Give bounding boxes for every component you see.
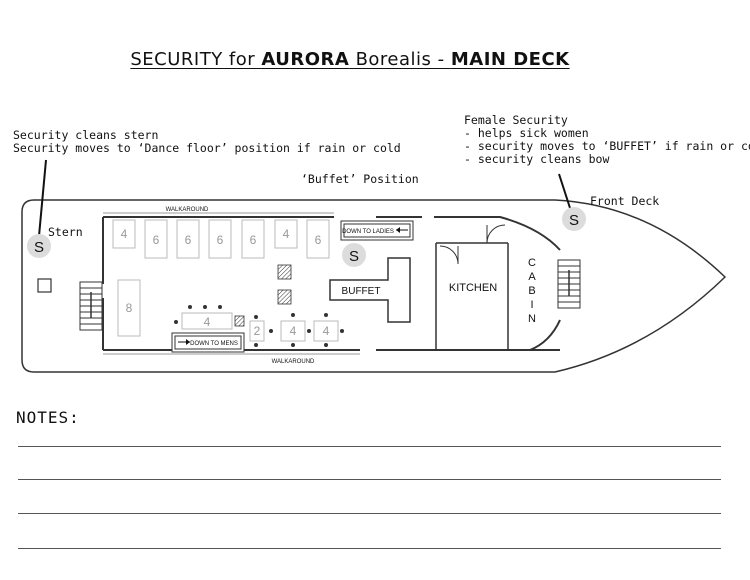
- bow-pointer: [558, 173, 571, 209]
- title-underlined: SECURITY for AURORA Borealis - MAIN DECK: [130, 49, 569, 70]
- buffet-label: BUFFET: [342, 286, 381, 297]
- table-top-2: [144, 219, 168, 259]
- down-to-mens-box: [171, 332, 245, 353]
- table-top-label-4: 6: [217, 233, 224, 247]
- kitchen-room: [435, 224, 509, 350]
- kitchen-label: KITCHEN: [449, 282, 497, 294]
- wall-bow-bottom: [529, 319, 561, 351]
- table-left-8: [117, 279, 141, 337]
- svg-text:I: I: [530, 299, 533, 311]
- table-top-label-7: 6: [315, 233, 322, 247]
- table-mid-4: [181, 312, 233, 330]
- security-marker-bow: S: [562, 207, 586, 231]
- svg-text:A: A: [528, 271, 536, 283]
- table-bottom-4a: [280, 320, 306, 342]
- note-line-2[interactable]: [18, 479, 721, 480]
- female-security-item-2: - security moves to ‘BUFFET’ if rain or …: [464, 139, 750, 153]
- note-line-3[interactable]: [18, 513, 721, 514]
- stern-pointer: [38, 159, 47, 237]
- table-bottom-label-2: 4: [290, 324, 297, 338]
- stern-box: [37, 278, 52, 293]
- stairs-bow: [557, 259, 581, 309]
- cabin-label: C A B I N: [528, 257, 536, 325]
- svg-text:B: B: [528, 285, 535, 297]
- female-security-item-1: - helps sick women: [464, 126, 589, 140]
- female-security-heading: Female Security: [464, 113, 568, 127]
- security-marker-buffet: S: [342, 243, 366, 267]
- table-bottom-label-1: 2: [254, 324, 261, 338]
- female-security-item-3: - security cleans bow: [464, 152, 610, 166]
- table-left-label: 8: [126, 301, 133, 315]
- note-line-1[interactable]: [18, 446, 721, 447]
- pillar-2: [277, 289, 292, 305]
- stairs-stern: [79, 281, 103, 331]
- svg-text:S: S: [349, 248, 359, 265]
- table-mid-label: 4: [204, 315, 211, 329]
- page-title: SECURITY for AURORA Borealis - MAIN DECK: [0, 49, 700, 70]
- note-line-4[interactable]: [18, 548, 721, 549]
- svg-text:C: C: [528, 257, 536, 269]
- table-top-label-6: 4: [283, 227, 290, 241]
- female-security-notes: Female Security - helps sick women - sec…: [464, 114, 750, 166]
- svg-text:N: N: [528, 313, 536, 325]
- table-top-label-2: 6: [153, 233, 160, 247]
- down-to-ladies-label: DOWN TO LADIES: [342, 229, 394, 235]
- table-top-1: [112, 219, 136, 249]
- wall-bow-top: [434, 216, 561, 251]
- buffet-counter: [329, 257, 411, 323]
- table-top-label-5: 6: [250, 233, 257, 247]
- buffet-position-label: ‘Buffet’ Position: [301, 172, 419, 186]
- table-bottom-2: [249, 320, 265, 342]
- pillar-3: [234, 315, 245, 327]
- notes-label: NOTES:: [16, 408, 80, 427]
- table-top-4: [208, 219, 232, 259]
- title-deck: MAIN DECK: [450, 49, 570, 70]
- table-bottom-label-3: 4: [323, 324, 330, 338]
- title-ship-name: AURORA: [261, 49, 350, 70]
- table-top-label-3: 6: [185, 233, 192, 247]
- table-bottom-4b: [313, 320, 339, 342]
- hull-outline: [21, 199, 727, 373]
- svg-text:S: S: [569, 212, 579, 229]
- table-top-7: [306, 219, 330, 259]
- front-deck-label: Front Deck: [590, 194, 659, 208]
- stern-note-2: Security moves to ‘Dance floor’ position…: [13, 141, 401, 155]
- svg-text:S: S: [34, 239, 44, 256]
- stern-note-1: Security cleans stern: [13, 128, 159, 142]
- stern-notes: Security cleans stern Security moves to …: [13, 129, 401, 155]
- title-ship-rest: Borealis -: [349, 49, 451, 70]
- down-to-mens-label: DOWN TO MENS: [190, 341, 238, 347]
- security-marker-stern: S: [27, 234, 51, 258]
- pillar-1: [277, 264, 292, 280]
- down-to-ladies-box: [340, 220, 414, 241]
- title-prefix: SECURITY for: [130, 49, 262, 70]
- table-top-label-1: 4: [121, 227, 128, 241]
- stern-label: Stern: [48, 225, 83, 239]
- walkaround-top-label: WALKAROUND: [166, 207, 209, 213]
- table-top-6: [274, 219, 298, 249]
- table-top-5: [241, 219, 265, 259]
- table-top-3: [176, 219, 200, 259]
- walkaround-bottom-label: WALKAROUND: [272, 359, 315, 365]
